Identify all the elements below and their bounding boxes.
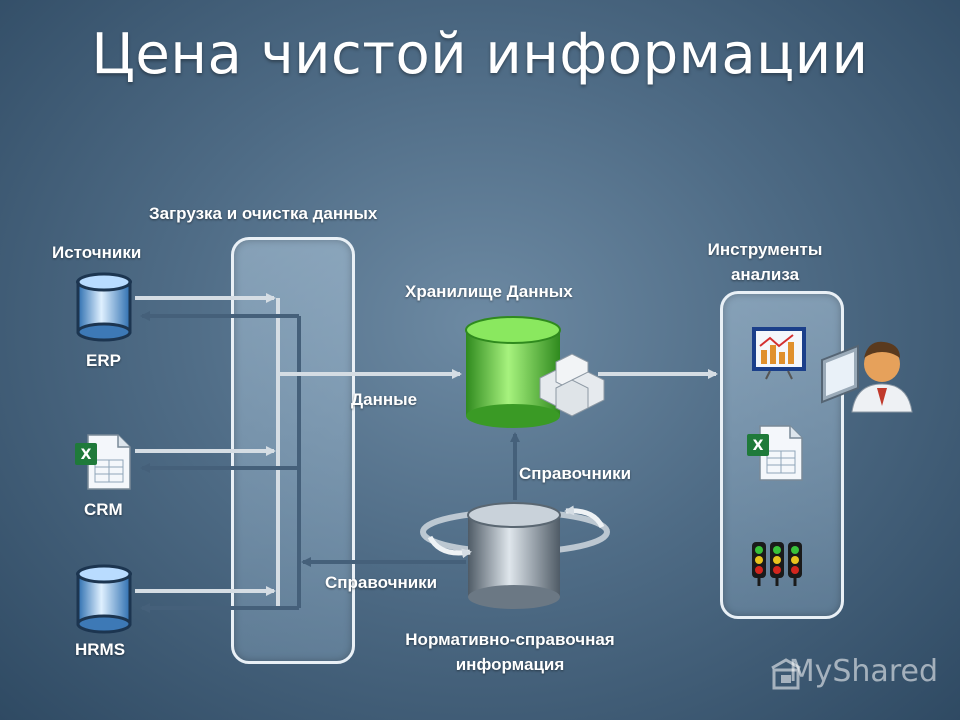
erp-database-icon [76, 272, 132, 342]
hrms-database-icon [76, 564, 132, 634]
chart-icon [752, 327, 806, 380]
tools-label: Инструменты анализа [690, 237, 840, 287]
mdm-label: Нормативно-справочная информация [370, 627, 650, 677]
mdm-label-line1: Нормативно-справочная [405, 630, 615, 649]
myshared-logo-icon [771, 658, 801, 690]
svg-text:X: X [81, 447, 92, 463]
svg-text:X: X [753, 438, 764, 454]
data-label: Данные [351, 390, 418, 409]
reference-data-icon [420, 502, 610, 609]
erp-label: ERP [86, 351, 121, 370]
reference-lower-label: Справочники [325, 573, 438, 592]
mdm-label-line2: информация [455, 655, 565, 674]
traffic-light-icon [752, 542, 802, 586]
reference-upper-label: Справочники [519, 464, 632, 483]
tools-label-line1: Инструменты [707, 240, 823, 259]
tools-label-line2: анализа [730, 265, 800, 284]
cubes-icon [539, 353, 605, 417]
hrms-label: HRMS [75, 640, 126, 659]
crm-label: CRM [84, 500, 123, 519]
watermark: MyShared [788, 654, 938, 689]
loading-label: Загрузка и очистка данных [149, 204, 378, 223]
sources-label: Источники [52, 243, 142, 262]
user-icon [821, 341, 913, 413]
data-warehouse-icon [465, 316, 561, 428]
crm-excel-icon: X [75, 434, 131, 490]
tools-excel-icon: X [747, 425, 803, 481]
page-title: Цена чистой информации [91, 22, 869, 87]
warehouse-label: Хранилище Данных [405, 282, 573, 301]
